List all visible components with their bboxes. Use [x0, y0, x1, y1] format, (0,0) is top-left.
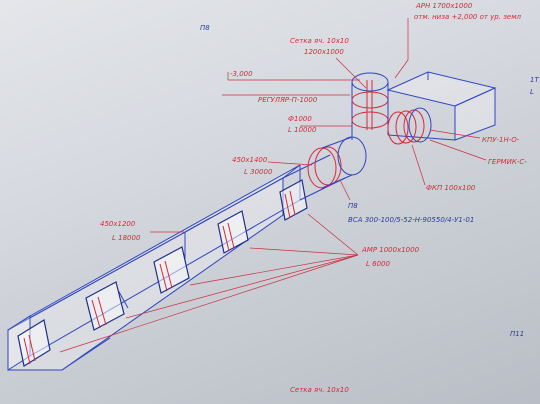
regulator-ring	[351, 111, 389, 129]
label-regulator: РЕГУЛЯР-П-1000	[258, 96, 318, 104]
intake-duct-end	[454, 87, 496, 141]
label-valve: КПУ-1Н-О-	[482, 136, 520, 144]
fan-housing	[337, 136, 367, 176]
label-edge-right-2: L	[530, 88, 534, 96]
label-elevation: отм. низа +2,000 от ур. земл	[414, 13, 522, 21]
valve-ring	[395, 110, 417, 144]
label-fan-mark: П8	[348, 202, 358, 210]
label-fan-model: ВСА 300-100/5-52-Н-90550/4-У1-01	[348, 216, 474, 224]
label-length-4: L 6000	[366, 260, 390, 268]
label-grille-bottom: Сетка яч. 10х10	[290, 386, 349, 394]
vertical-round-duct	[351, 72, 389, 140]
label-amr: АМР 1000х1000	[361, 246, 420, 254]
grilles	[17, 179, 308, 367]
fan-housing-edge	[321, 174, 353, 189]
grille	[153, 246, 190, 294]
grille	[217, 210, 249, 254]
valve-ring	[403, 109, 425, 143]
label-length-2: L 30000	[244, 168, 273, 176]
grille	[85, 281, 129, 331]
label-fkp: ФКП 100х100	[426, 184, 476, 192]
duct-edge	[61, 337, 111, 371]
intake-duct	[386, 71, 497, 145]
fan-inlet-ring	[314, 146, 342, 186]
label-level: -3,000	[230, 70, 253, 78]
label-diameter: Ф1000	[288, 115, 312, 123]
label-duct-450: 450х1400	[232, 156, 268, 164]
grille	[17, 319, 51, 367]
fan-housing-edge	[321, 136, 353, 149]
label-edge-right-1: 1Т	[530, 76, 539, 84]
valve-ring	[408, 107, 432, 143]
regulator-ring	[351, 91, 389, 109]
section-mark-right: П11	[510, 330, 524, 338]
grille	[279, 179, 308, 221]
label-grille-top-area: 1200х1000	[304, 48, 344, 56]
label-duct-1200: 450х1200	[100, 220, 136, 228]
section-mark-top: П8	[200, 24, 210, 32]
duct-front-face	[7, 177, 284, 371]
label-grille-top: Сетка яч. 10х10	[290, 37, 349, 45]
duct-edge	[282, 154, 331, 179]
valve-ring	[387, 111, 409, 145]
fan-inlet-ring	[307, 147, 337, 189]
round-duct-top	[351, 72, 389, 92]
duct-step	[184, 217, 211, 233]
leader-lines	[59, 18, 487, 353]
main-duct	[7, 164, 301, 371]
label-length-3: L 18000	[112, 234, 141, 242]
label-germik: ГЕРМИК-С-	[488, 158, 527, 166]
label-length-1: L 10000	[288, 126, 317, 134]
label-arn: АРН 1700х1000	[415, 2, 473, 10]
